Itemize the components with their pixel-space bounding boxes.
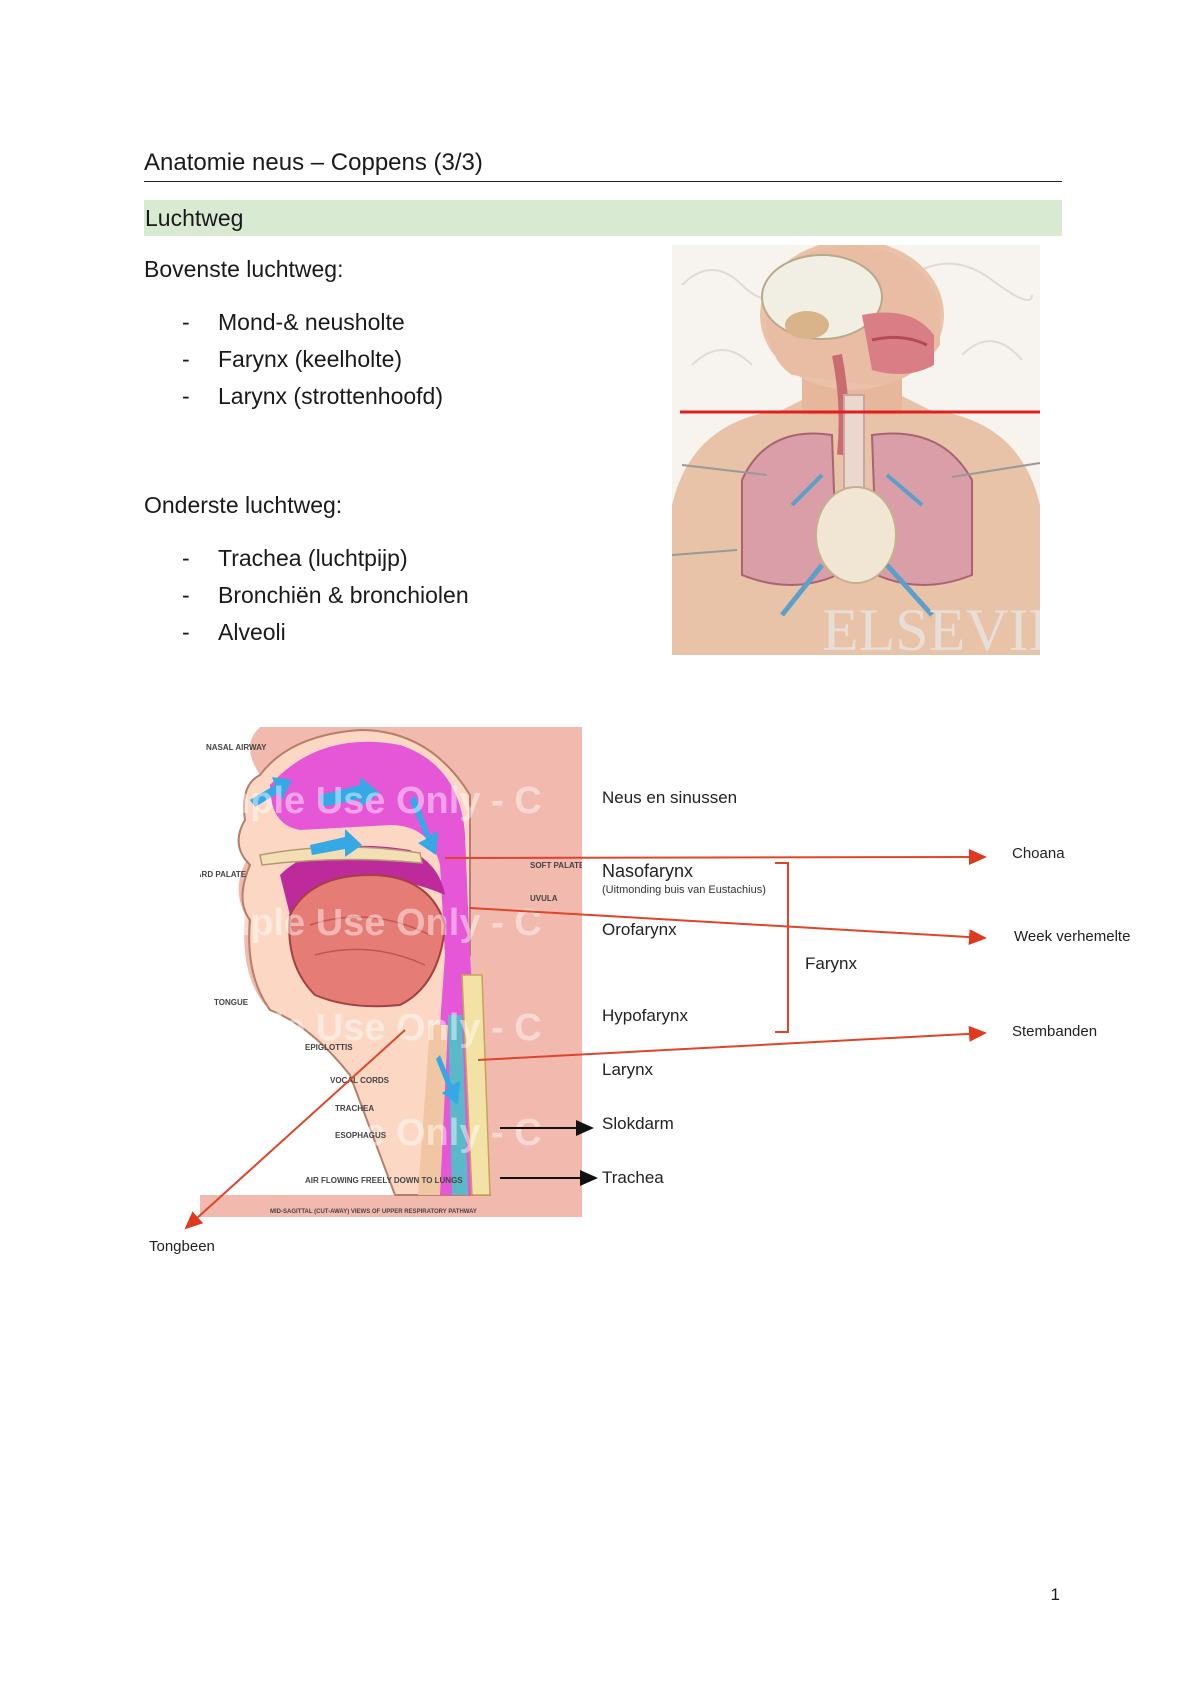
section-heading: Luchtweg	[144, 200, 1062, 236]
list-item-text: Alveoli	[218, 619, 286, 645]
label-slokdarm: Slokdarm	[602, 1114, 674, 1133]
label-stembanden: Stembanden	[1012, 1023, 1098, 1040]
air-flow-label: AIR FLOWING FREELY DOWN TO LUNGS	[305, 1176, 463, 1185]
section-heading-text: Luchtweg	[145, 205, 244, 231]
watermark-text: Sample Use Only - C	[200, 780, 542, 822]
label-hypofarynx: Hypofarynx	[602, 1006, 688, 1025]
list-item-text: Trachea (luchtpijp)	[218, 545, 408, 571]
list-item: -Trachea (luchtpijp)	[182, 545, 408, 571]
list-item: -Farynx (keelholte)	[182, 346, 403, 372]
list-item-text: Mond-& neusholte	[218, 309, 405, 335]
list-item: -Bronchiën & bronchiolen	[182, 582, 469, 608]
lower-airway-heading: Onderste luchtweg:	[144, 492, 343, 518]
trachea-inner-label: TRACHEA	[335, 1104, 374, 1113]
upper-airway-heading: Bovenste luchtweg:	[144, 256, 344, 282]
label-neus-en-sinussen: Neus en sinussen	[602, 788, 738, 807]
label-orofarynx: Orofarynx	[602, 920, 677, 939]
label-nasofarynx-note: (Uitmonding buis van Eustachius)	[602, 884, 766, 896]
list-item: -Mond-& neusholte	[182, 309, 405, 335]
vocal-cords-label: VOCAL CORDS	[330, 1076, 390, 1085]
watermark-text: Sample Use Only - C	[200, 902, 542, 944]
tongue-label: TONGUE	[214, 998, 249, 1007]
label-week-verhemelte: Week verhemelte	[1014, 928, 1131, 945]
label-choana: Choana	[1012, 845, 1065, 862]
nasal-airway-label: NASAL AIRWAY	[206, 743, 267, 752]
list-item: -Larynx (strottenhoofd)	[182, 383, 444, 409]
respiratory-system-illustration: ELSEVIER	[672, 245, 1040, 655]
list-item-text: Bronchiën & bronchiolen	[218, 582, 469, 608]
hard-palate-label: HARD PALATE	[200, 870, 247, 879]
sagittal-airway-illustration: Sample Use Only - C Sample Use Only - C …	[200, 725, 582, 1217]
epiglottis-label: EPIGLOTTIS	[305, 1043, 353, 1052]
page-title-text: Anatomie neus – Coppens (3/3)	[144, 149, 483, 176]
figure-caption: MID-SAGITTAL (CUT-AWAY) VIEWS OF UPPER R…	[270, 1209, 477, 1215]
page-number: 1	[1050, 1585, 1060, 1604]
watermark-text: Sample Use Only - C	[200, 1007, 542, 1049]
uvula-label: UVULA	[530, 894, 558, 903]
soft-palate-label: SOFT PALATE	[530, 861, 582, 870]
list-item-text: Larynx (strottenhoofd)	[218, 383, 444, 409]
page-title: Anatomie neus – Coppens (3/3)	[144, 145, 1062, 182]
elsevier-watermark: ELSEVIER	[822, 597, 1040, 655]
esophagus-label: ESOPHAGUS	[335, 1131, 387, 1140]
label-nasofarynx: Nasofarynx	[602, 861, 694, 881]
list-item-text: Farynx (keelholte)	[218, 346, 403, 372]
label-trachea: Trachea	[602, 1168, 664, 1187]
label-larynx: Larynx	[602, 1060, 654, 1079]
label-tongbeen: Tongbeen	[149, 1238, 215, 1255]
list-item: -Alveoli	[182, 619, 286, 645]
label-farynx: Farynx	[805, 954, 857, 973]
